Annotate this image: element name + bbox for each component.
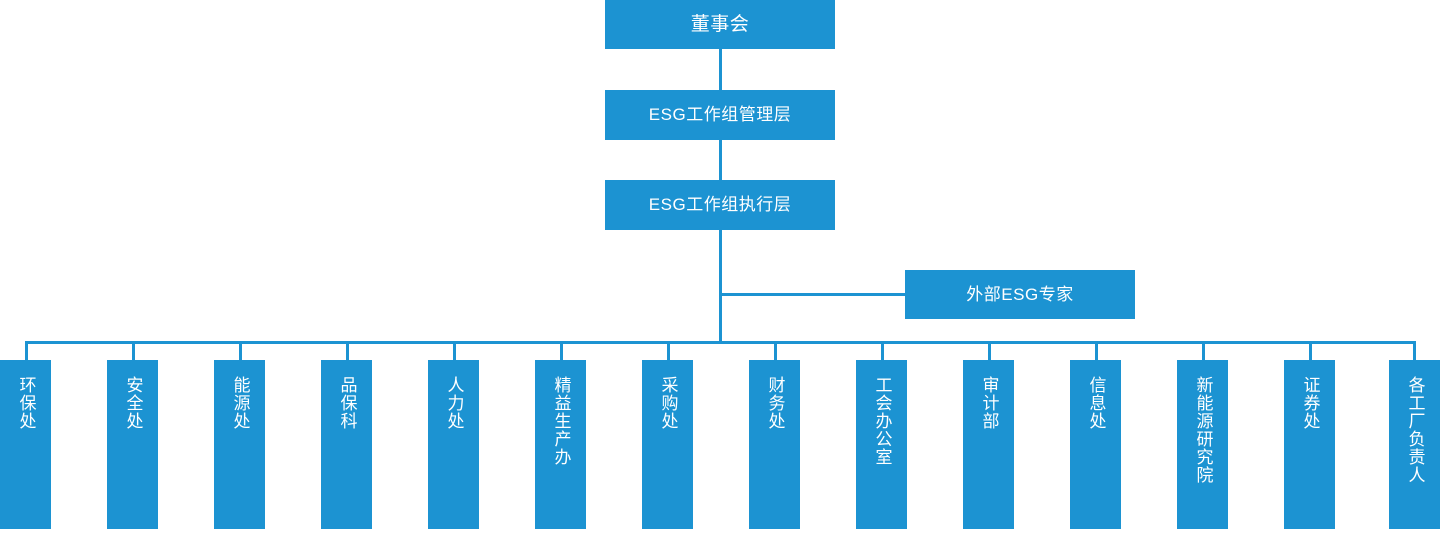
connector-stub-1 — [25, 341, 28, 360]
connector-department-bus — [26, 341, 1416, 344]
node-department-2[interactable]: 安全处 — [107, 360, 158, 529]
node-department-10[interactable]: 审计部 — [963, 360, 1014, 529]
node-department-5-label: 人力处 — [444, 376, 464, 430]
connector-board-to-management — [719, 49, 722, 90]
connector-execution-trunk — [719, 230, 722, 344]
connector-management-to-execution — [719, 140, 722, 180]
node-external-esg-advisor[interactable]: 外部ESG专家 — [905, 270, 1135, 319]
node-department-4[interactable]: 品保科 — [321, 360, 372, 529]
node-department-6[interactable]: 精益生产办 — [535, 360, 586, 529]
node-department-7[interactable]: 采购处 — [642, 360, 693, 529]
node-department-4-label: 品保科 — [337, 376, 357, 430]
node-board-of-directors-label: 董事会 — [690, 13, 750, 35]
connector-stub-6 — [560, 341, 563, 360]
node-department-13[interactable]: 证券处 — [1284, 360, 1335, 529]
node-esg-management-layer[interactable]: ESG工作组管理层 — [605, 90, 835, 140]
node-department-14[interactable]: 各工厂负责人 — [1389, 360, 1440, 529]
connector-stub-8 — [774, 341, 777, 360]
node-esg-management-layer-label: ESG工作组管理层 — [648, 105, 792, 125]
node-department-3[interactable]: 能源处 — [214, 360, 265, 529]
node-department-10-label: 审计部 — [979, 376, 999, 430]
connector-stub-2 — [132, 341, 135, 360]
node-department-3-label: 能源处 — [230, 376, 250, 430]
connector-stub-14 — [1413, 341, 1416, 360]
node-department-1[interactable]: 环保处 — [0, 360, 51, 529]
node-external-esg-advisor-label: 外部ESG专家 — [966, 284, 1074, 304]
node-department-13-label: 证券处 — [1300, 376, 1320, 430]
node-esg-execution-layer[interactable]: ESG工作组执行层 — [605, 180, 835, 230]
connector-stub-3 — [239, 341, 242, 360]
node-department-8-label: 财务处 — [765, 376, 785, 430]
connector-stub-11 — [1095, 341, 1098, 360]
node-department-9[interactable]: 工会办公室 — [856, 360, 907, 529]
node-department-8[interactable]: 财务处 — [749, 360, 800, 529]
node-department-6-label: 精益生产办 — [551, 376, 571, 466]
connector-stub-7 — [667, 341, 670, 360]
node-department-11-label: 信息处 — [1086, 376, 1106, 430]
connector-stub-9 — [881, 341, 884, 360]
node-board-of-directors[interactable]: 董事会 — [605, 0, 835, 49]
node-department-12-label: 新能源研究院 — [1193, 376, 1213, 484]
connector-stub-5 — [453, 341, 456, 360]
connector-stub-4 — [346, 341, 349, 360]
connector-stub-12 — [1202, 341, 1205, 360]
connector-execution-to-external-advisor — [719, 293, 905, 296]
node-department-11[interactable]: 信息处 — [1070, 360, 1121, 529]
connector-stub-13 — [1309, 341, 1312, 360]
node-department-5[interactable]: 人力处 — [428, 360, 479, 529]
node-department-9-label: 工会办公室 — [872, 376, 892, 466]
node-department-1-label: 环保处 — [16, 376, 36, 430]
node-department-7-label: 采购处 — [658, 376, 678, 430]
node-department-14-label: 各工厂负责人 — [1405, 376, 1425, 484]
node-department-12[interactable]: 新能源研究院 — [1177, 360, 1228, 529]
node-department-2-label: 安全处 — [123, 376, 143, 430]
connector-stub-10 — [988, 341, 991, 360]
node-esg-execution-layer-label: ESG工作组执行层 — [648, 195, 792, 215]
